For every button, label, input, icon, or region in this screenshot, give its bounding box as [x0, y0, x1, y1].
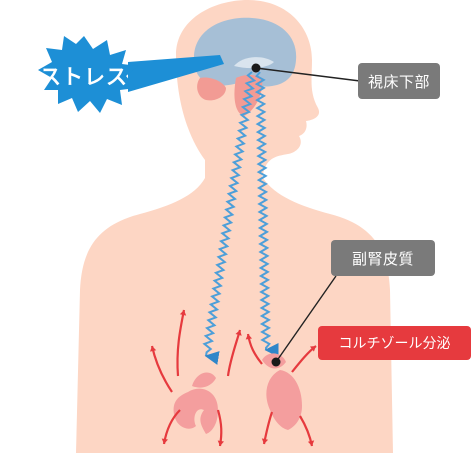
cortisol-secretion-label: コルチゾール分泌: [318, 326, 471, 360]
stress-label: ストレス: [34, 61, 134, 91]
torso: [76, 178, 393, 453]
hypothalamus-label: 視床下部: [358, 63, 440, 99]
adrenal-dot: [272, 358, 281, 367]
hypothalamus-dot: [252, 64, 261, 73]
adrenal-cortex-label: 副腎皮質: [331, 240, 435, 276]
